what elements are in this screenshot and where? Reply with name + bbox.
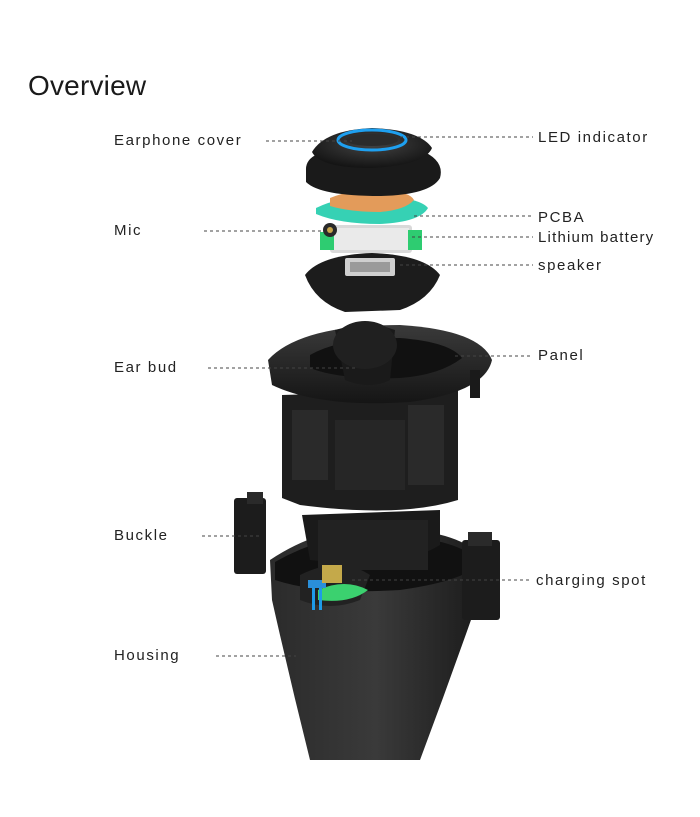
label-buckle: Buckle bbox=[114, 527, 169, 544]
label-panel: Panel bbox=[538, 347, 585, 364]
label-led-indicator: LED indicator bbox=[538, 129, 649, 146]
label-ear-bud: Ear bud bbox=[114, 359, 178, 376]
charging-spot-part bbox=[308, 565, 368, 610]
label-pcba: PCBA bbox=[538, 209, 586, 226]
label-housing: Housing bbox=[114, 647, 181, 664]
label-earphone-cover: Earphone cover bbox=[114, 132, 243, 149]
body-frame-part bbox=[282, 390, 458, 511]
label-charging-spot: charging spot bbox=[536, 572, 647, 589]
mic-part bbox=[323, 223, 337, 237]
earphone-cover-part bbox=[305, 128, 441, 196]
inner-frame-part bbox=[302, 510, 440, 570]
page-title: Overview bbox=[28, 70, 147, 101]
speaker-part bbox=[305, 253, 440, 312]
label-speaker: speaker bbox=[538, 257, 603, 274]
label-mic: Mic bbox=[114, 222, 143, 239]
lithium-battery-part bbox=[320, 225, 422, 253]
ear-bud-part bbox=[333, 321, 397, 385]
buckle-left-part bbox=[234, 492, 266, 574]
buckle-right-part bbox=[462, 532, 500, 620]
label-lithium-battery: Lithium battery bbox=[538, 229, 655, 246]
